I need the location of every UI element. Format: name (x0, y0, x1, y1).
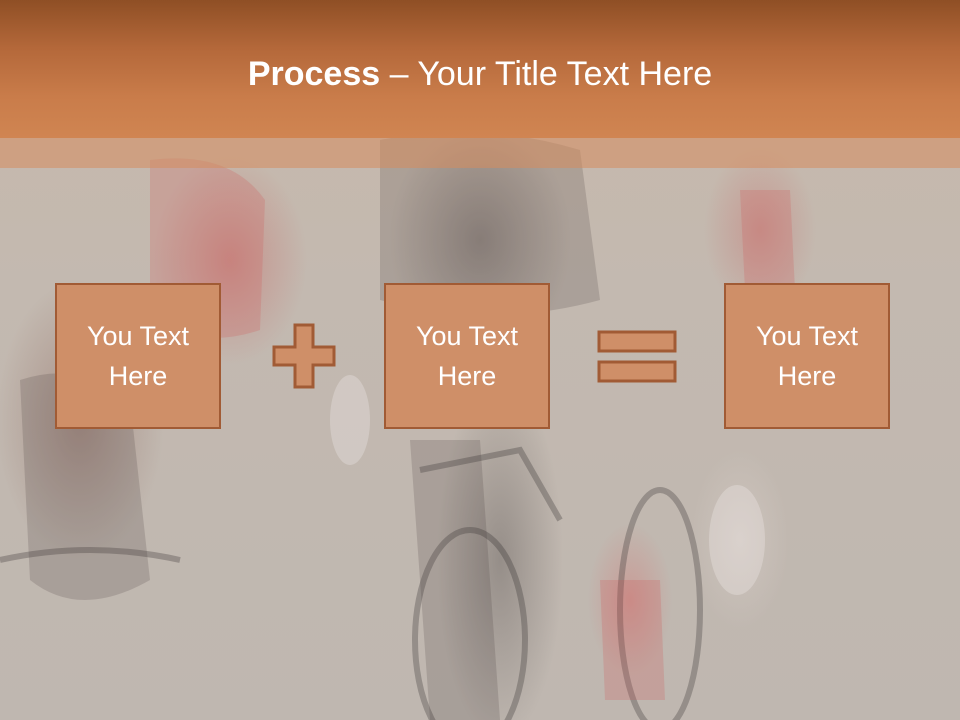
process-step-1-text: You Text Here (86, 321, 190, 391)
plus-icon (272, 323, 336, 389)
title-rest: – Your Title Text Here (380, 55, 713, 93)
process-result-text: You Text Here (755, 321, 859, 391)
process-step-2-text: You Text Here (415, 321, 519, 391)
title-bold: Process (247, 55, 381, 93)
process-step-2-box[interactable]: You Text Here (384, 283, 550, 429)
process-step-1-box[interactable]: You Text Here (55, 283, 221, 429)
process-result-box[interactable]: You Text Here (724, 283, 890, 429)
equals-icon (597, 330, 677, 383)
title-banner: Process – Your Title Text Here (0, 0, 960, 138)
slide-title[interactable]: Process – Your Title Text Here (0, 50, 960, 98)
banner-fade (0, 138, 960, 168)
